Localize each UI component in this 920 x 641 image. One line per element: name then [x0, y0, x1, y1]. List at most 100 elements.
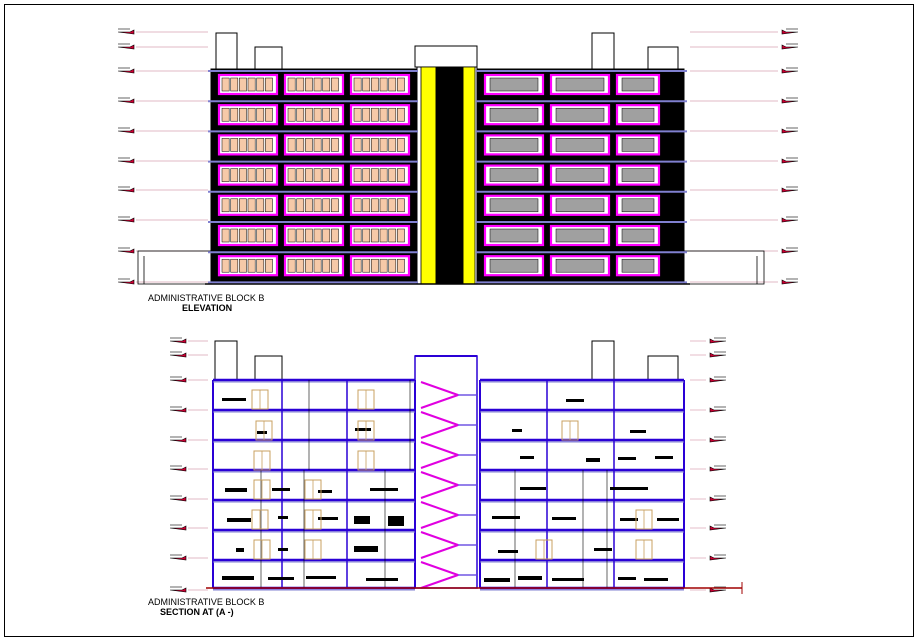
plinth-right: [683, 250, 765, 285]
level-tag-right: [709, 352, 727, 358]
level-tag-right: [709, 466, 727, 472]
window-glass: [555, 198, 605, 213]
window-pane: [305, 77, 313, 92]
window-pane: [230, 77, 239, 92]
window-pane: [322, 198, 331, 213]
furniture-block: [225, 488, 247, 492]
furniture-block: [306, 576, 336, 579]
window-pane: [379, 198, 388, 213]
stair-flight: [420, 561, 459, 576]
window-pane: [305, 168, 313, 182]
furniture-block: [236, 548, 244, 552]
window-glass: [621, 258, 655, 273]
window-pane: [353, 258, 362, 273]
level-tag-left: [169, 525, 187, 531]
window-pane: [397, 168, 405, 182]
roof-structure: [591, 340, 615, 381]
window-pane: [247, 228, 256, 243]
window-glass: [555, 107, 605, 122]
furniture-block: [586, 458, 600, 462]
furniture-block: [552, 578, 584, 581]
furniture-block: [512, 429, 522, 432]
furniture-block: [278, 516, 288, 519]
level-tag-right: [781, 158, 799, 164]
window-pane: [362, 198, 371, 213]
window-pane: [239, 77, 247, 92]
furniture-block: [520, 456, 534, 459]
furniture-block: [366, 578, 398, 581]
window-pane: [239, 168, 247, 182]
furniture-block: [657, 518, 679, 521]
window-glass: [489, 107, 539, 122]
window-pane: [362, 228, 371, 243]
window-pane: [230, 228, 239, 243]
window-pane: [287, 107, 296, 122]
window-pane: [305, 228, 313, 243]
stair-flight: [420, 424, 459, 439]
window-pane: [247, 77, 256, 92]
window-pane: [371, 138, 379, 152]
window-pane: [313, 107, 322, 122]
level-tag-left: [169, 555, 187, 561]
window-pane: [296, 107, 305, 122]
window-glass: [555, 77, 605, 92]
window-pane: [221, 168, 230, 182]
roof-structure: [254, 355, 283, 381]
window-pane: [256, 198, 265, 213]
window-pane: [265, 228, 273, 243]
window-pane: [397, 198, 405, 213]
window-pane: [247, 138, 256, 152]
window-pane: [265, 258, 273, 273]
level-tag-right: [781, 29, 799, 35]
section-caption: ADMINISTRATIVE BLOCK B SECTION AT (A -): [148, 597, 264, 617]
level-tag-left: [169, 407, 187, 413]
window-pane: [287, 138, 296, 152]
window-pane: [265, 168, 273, 182]
level-tag-right: [709, 338, 727, 344]
level-tag-left: [169, 496, 187, 502]
window-pane: [331, 258, 339, 273]
roof-structure: [647, 355, 679, 381]
stair-flight: [420, 544, 459, 559]
window-pane: [256, 138, 265, 152]
window-pane: [256, 228, 265, 243]
window-pane: [362, 77, 371, 92]
level-tag-right: [709, 407, 727, 413]
window-pane: [379, 228, 388, 243]
level-tag-left: [117, 187, 135, 193]
level-tag-right: [709, 555, 727, 561]
window-pane: [287, 77, 296, 92]
roof-structure: [414, 45, 478, 68]
furniture-block: [318, 490, 332, 493]
level-tag-right: [709, 525, 727, 531]
elevation-subtitle: ELEVATION: [182, 303, 233, 313]
level-tag-left: [169, 338, 187, 344]
furniture-block: [268, 577, 294, 580]
level-tag-right: [781, 44, 799, 50]
window-glass: [555, 138, 605, 152]
window-glass: [489, 198, 539, 213]
furniture-block: [484, 578, 510, 582]
window-pane: [371, 168, 379, 182]
window-pane: [371, 107, 379, 122]
level-tag-right: [781, 68, 799, 74]
window-pane: [322, 168, 331, 182]
window-pane: [371, 77, 379, 92]
level-tag-left: [169, 437, 187, 443]
window-pane: [331, 168, 339, 182]
stair-flight: [420, 574, 459, 589]
window-glass: [489, 138, 539, 152]
window-pane: [305, 107, 313, 122]
roof-structure: [591, 32, 615, 70]
window-pane: [379, 107, 388, 122]
furniture-block: [354, 516, 370, 524]
window-pane: [397, 77, 405, 92]
window-pane: [221, 77, 230, 92]
window-pane: [239, 198, 247, 213]
window-pane: [331, 138, 339, 152]
level-tag-left: [117, 128, 135, 134]
furniture-block: [566, 399, 584, 402]
window-glass: [489, 258, 539, 273]
window-glass: [621, 138, 655, 152]
window-pane: [353, 138, 362, 152]
